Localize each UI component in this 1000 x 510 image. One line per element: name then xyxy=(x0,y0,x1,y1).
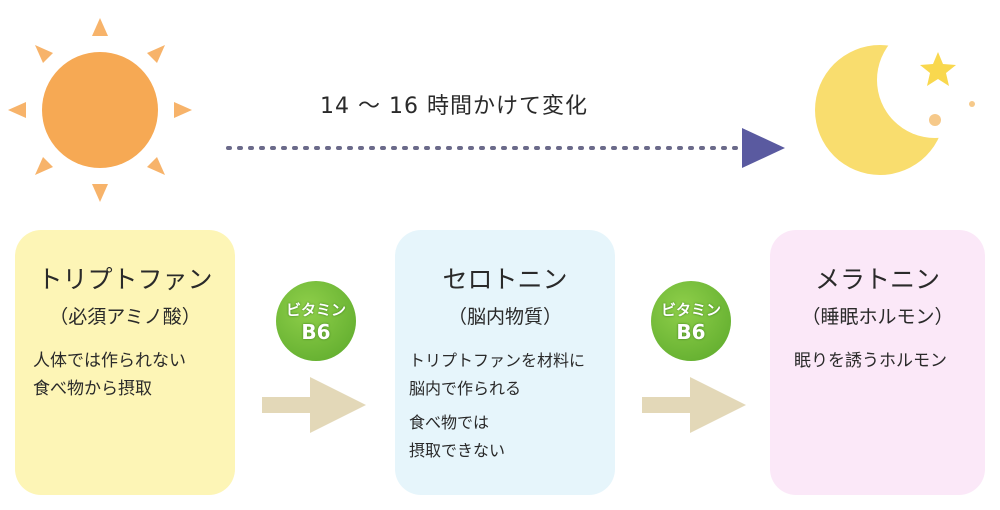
timeline-arrowhead xyxy=(742,128,785,168)
stage-tryptophan: トリプトファン （必須アミノ酸） 人体では作られない 食べ物から摂取 xyxy=(15,230,235,495)
stage-description: 眠りを誘うホルモン xyxy=(794,347,985,375)
stage-melatonin: メラトニン （睡眠ホルモン） 眠りを誘うホルモン xyxy=(770,230,985,495)
header-illustration xyxy=(8,18,993,202)
sun-icon xyxy=(8,18,192,202)
stage-description: トリプトファンを材料に 脳内で作られる 食べ物では 摂取できない xyxy=(409,347,615,465)
arrow-right-icon xyxy=(262,377,366,433)
stage-subtitle: （睡眠ホルモン） xyxy=(801,306,954,328)
description-line: 脳内で作られる xyxy=(409,379,522,398)
description-line: 眠りを誘うホルモン xyxy=(794,351,947,371)
stage-title: トリプトファン xyxy=(37,265,213,294)
description-line: 食べ物から摂取 xyxy=(33,379,152,399)
description-line: 食べ物では xyxy=(409,413,490,432)
badge-bottom: B6 xyxy=(301,320,331,344)
stage-title: セロトニン xyxy=(442,265,568,294)
stage-serotonin: セロトニン （脳内物質） トリプトファンを材料に 脳内で作られる 食べ物では 摂… xyxy=(395,230,615,495)
badge-top: ビタミン xyxy=(660,301,721,319)
stage-title: メラトニン xyxy=(814,265,940,294)
moon-icon xyxy=(815,22,993,175)
stage-description: 人体では作られない 食べ物から摂取 xyxy=(33,347,235,403)
badge-top: ビタミン xyxy=(285,301,346,319)
stage-subtitle: （脳内物質） xyxy=(447,306,562,328)
description-line: トリプトファンを材料に xyxy=(409,351,586,370)
description-line: 摂取できない xyxy=(409,441,506,460)
timeline-label: 14 〜 16 時間かけて変化 xyxy=(320,94,588,119)
description-line: 人体では作られない xyxy=(33,351,186,371)
stage-subtitle: （必須アミノ酸） xyxy=(49,306,201,328)
badge-bottom: B6 xyxy=(676,320,706,344)
arrow-right-icon xyxy=(642,377,746,433)
